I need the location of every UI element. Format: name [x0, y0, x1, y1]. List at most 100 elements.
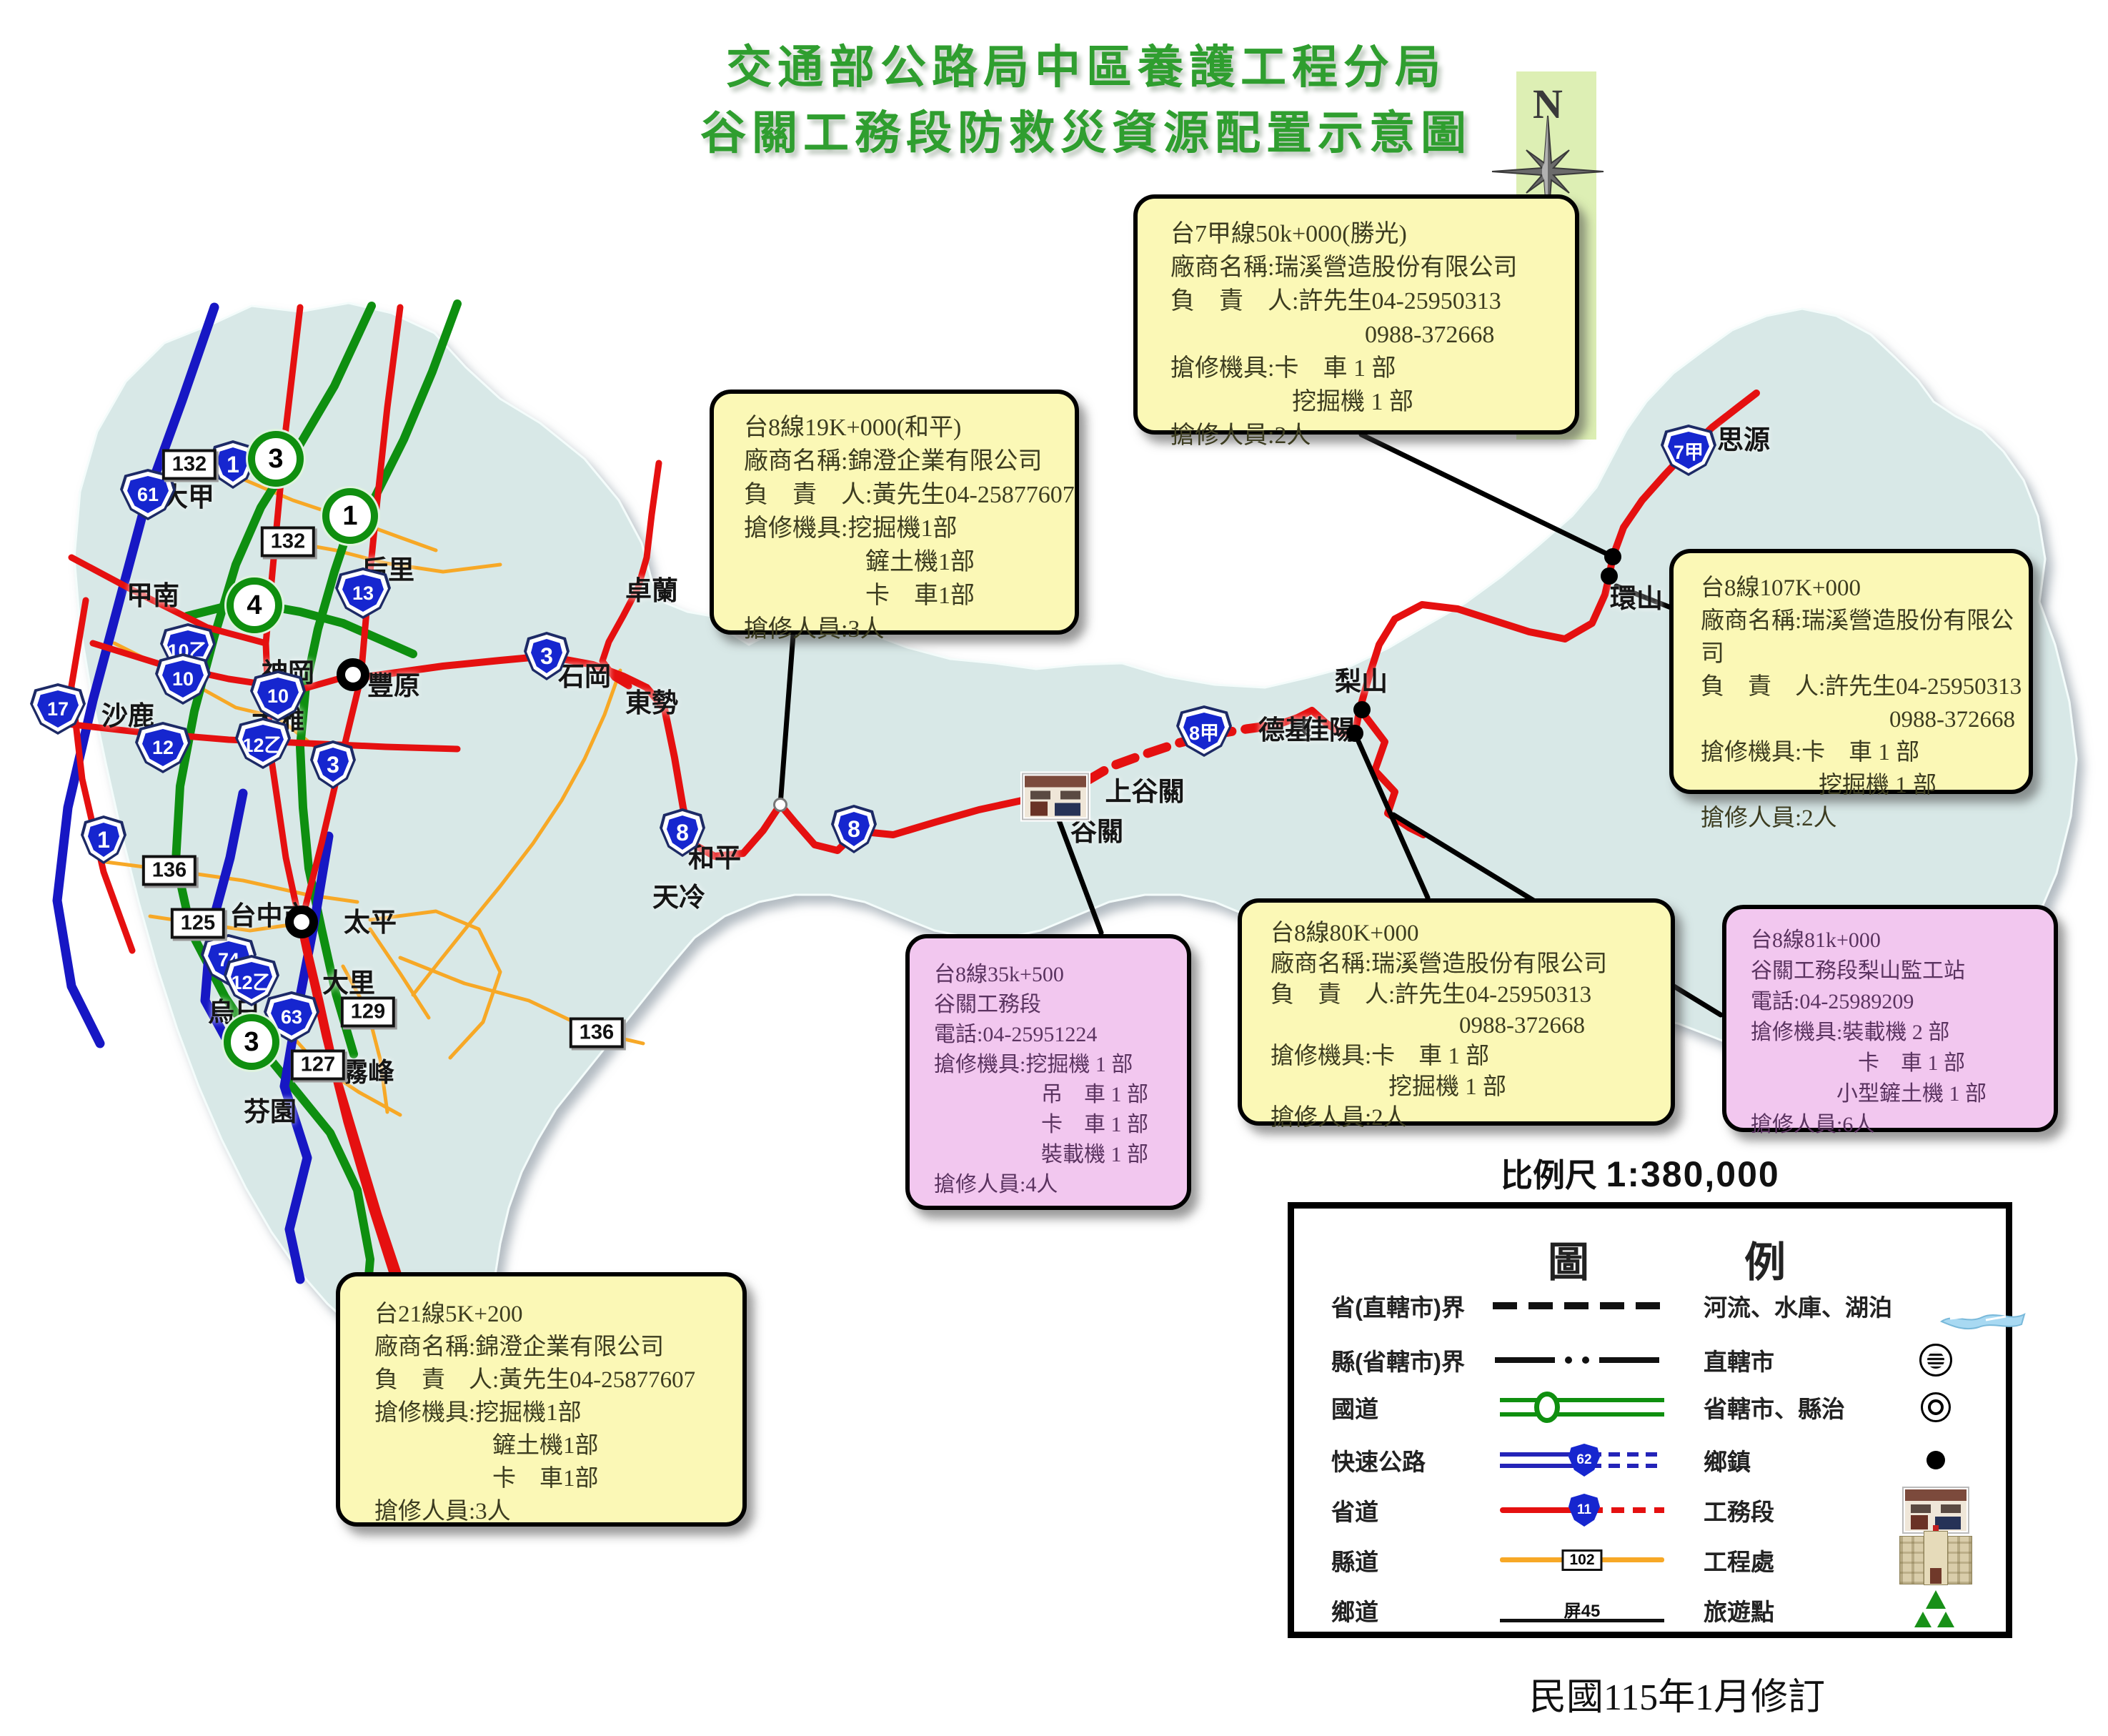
callout-tai8-81k: 台8線81k+000 谷關工務段梨山監工站 電話:04-25989209 搶修機…: [1722, 905, 2058, 1136]
scale-value: 1:380,000: [1606, 1154, 1780, 1194]
callout-tai21-5k: 台21線5K+200 廠商名稱:錦澄企業有限公司 負 責 人:黃先生04-258…: [336, 1272, 747, 1527]
title-line2: 谷關工務段防救災資源配置示意圖: [700, 107, 1472, 159]
road-2: [411, 668, 622, 997]
callout-tai7a-50k: 台7甲線50k+000(勝光) 廠商名稱:瑞溪營造股份有限公司 負 責 人:許先…: [1133, 194, 1579, 449]
legend-symbol-township-road: 屏45: [1500, 1597, 1664, 1624]
road-9: [368, 909, 502, 1060]
legend-symbol-city: [1921, 1392, 1951, 1422]
road-14: [52, 302, 219, 1048]
place-label-環山: 環山: [1610, 584, 1663, 613]
connector-2: [777, 632, 796, 808]
map-scale: 比例尺 1:380,000: [1501, 1149, 1780, 1196]
place-label-思源: 思源: [1717, 425, 1770, 455]
road-5: [341, 964, 389, 1114]
county-route-badge-129: 129: [340, 996, 396, 1028]
legend-label-省轄市、縣治: 省轄市、縣治: [1704, 1396, 1845, 1422]
tourist-spot-icon: [1913, 1590, 1959, 1630]
road-24: [357, 653, 1060, 860]
municipality-marker-1: [285, 906, 318, 938]
legend-label-直轄市: 直轄市: [1704, 1349, 1774, 1375]
page-title: 交通部公路局中區養護工程分局 谷關工務段防救災資源配置示意圖: [665, 34, 1508, 166]
place-label-谷關: 谷關: [1070, 817, 1123, 846]
place-label-太平: 太平: [344, 908, 397, 937]
legend-township-tag: 屏45: [1563, 1602, 1601, 1621]
legend-label-縣道: 縣道: [1331, 1549, 1378, 1575]
legend-label-鄉道: 鄉道: [1331, 1599, 1378, 1625]
legend-title-char2: 例: [1744, 1239, 1786, 1286]
legend-label-省(直轄市)界: 省(直轄市)界: [1331, 1294, 1465, 1321]
town-dot-1: [1601, 567, 1618, 585]
town-icon: [1926, 1451, 1945, 1469]
national-route-shield-3: 3: [224, 1014, 279, 1070]
legend-works-office-icon: [1904, 1488, 1968, 1532]
place-label-天冷: 天冷: [652, 883, 705, 912]
place-label-和平: 和平: [688, 843, 741, 873]
revision-date: 民國115年1月修訂: [1529, 1677, 1826, 1718]
county-route-badge-127: 127: [290, 1049, 346, 1081]
dash: [1528, 1302, 1553, 1309]
road-21: [89, 640, 357, 693]
legend-symbol-provincial: 11: [1500, 1494, 1664, 1527]
road-28: [1356, 705, 1427, 838]
legend-label-旅遊點: 旅遊點: [1704, 1599, 1774, 1625]
legend-symbol-works-office: [1904, 1488, 1968, 1532]
road-8: [368, 927, 431, 1020]
road-1: [286, 540, 502, 574]
roof-part: [1025, 775, 1086, 788]
provincial-route-shield-13: 13: [335, 567, 391, 619]
town-dot-2: [1353, 701, 1371, 718]
place-label-東勢: 東勢: [625, 688, 678, 718]
place-label-大里: 大里: [322, 968, 375, 998]
title-line1: 交通部公路局中區養護工程分局: [726, 41, 1446, 93]
connector-0: [1358, 432, 1616, 560]
national-route-shield-3: 3: [248, 431, 304, 487]
place-label-梨山: 梨山: [1335, 667, 1388, 696]
national-route-shield-4: 4: [227, 577, 282, 633]
place-label-豐原: 豐原: [367, 671, 420, 700]
place-label-德基: 德基: [1258, 715, 1311, 745]
legend-mini-shield-62: 62: [1568, 1444, 1600, 1477]
callout-tai8-107k: 台8線107K+000 廠商名稱:瑞溪營造股份有限公司 負 責 人:許先生04-…: [1669, 549, 2033, 831]
county-route-badge-136: 136: [569, 1017, 625, 1048]
road-13: [183, 600, 417, 658]
place-label-甲南: 甲南: [126, 581, 179, 610]
water-icon: [1939, 1313, 2026, 1330]
county-route-badge-125: 125: [170, 908, 226, 939]
legend-symbol-municipality: [1919, 1344, 1952, 1377]
place-label-沙鹿: 沙鹿: [101, 701, 154, 730]
provincial-route-shield-1: 1: [210, 440, 256, 489]
place-label-霧峰: 霧峰: [342, 1058, 394, 1087]
provincial-route-shield-12: 12: [135, 722, 191, 773]
callout-tai8-19k: 台8線19K+000(和平) 廠商名稱:錦澄企業有限公司 負 責 人:黃先生04…: [710, 390, 1079, 643]
place-label-卓蘭: 卓蘭: [625, 576, 678, 605]
roof-part: [1905, 1489, 1967, 1501]
legend-county-badge: 102: [1561, 1549, 1603, 1571]
dash: [1636, 1302, 1660, 1309]
city-icon: [1921, 1392, 1951, 1422]
legend-label-快速公路: 快速公路: [1331, 1449, 1426, 1475]
national-route-shield-1: 1: [322, 488, 378, 544]
legend-mini-shield-11: 11: [1568, 1494, 1600, 1527]
legend-title-char1: 圖: [1548, 1239, 1590, 1286]
dash: [1564, 1302, 1589, 1309]
legend-symbol-tourist-spot: [1913, 1590, 1959, 1630]
place-label-石岡: 石岡: [558, 662, 611, 691]
dash: [1600, 1302, 1624, 1309]
town-dot-3: [1346, 725, 1363, 742]
works-office-building: [1023, 774, 1088, 819]
callout-tai8-35k: 台8線35k+500 谷關工務段 電話:04-25951224 搶修機具:挖掘機…: [905, 934, 1191, 1210]
town-dot-0: [1604, 548, 1621, 565]
legend-label-鄉鎮: 鄉鎮: [1704, 1449, 1751, 1475]
legend-symbol-county-border: [1495, 1356, 1669, 1364]
county-route-badge-132: 132: [260, 526, 316, 557]
legend-symbol-national: [1500, 1392, 1664, 1423]
legend-symbol-engineering-office: [1899, 1525, 1972, 1585]
county-route-badge-136: 136: [141, 855, 197, 886]
legend-label-河流、水庫、湖泊: 河流、水庫、湖泊: [1704, 1294, 1892, 1321]
legend-label-縣(省轄市)界: 縣(省轄市)界: [1331, 1349, 1465, 1375]
legend-label-工程處: 工程處: [1704, 1549, 1774, 1575]
road-22: [68, 597, 136, 954]
municipality-marker-0: [337, 658, 369, 691]
